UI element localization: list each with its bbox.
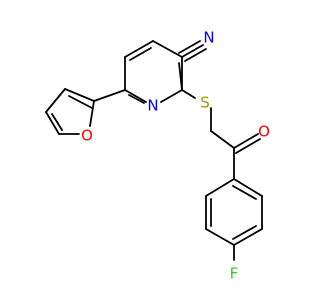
c2-s-bond xyxy=(181,89,196,99)
aryl-bond-4-inner xyxy=(232,225,257,240)
furan-bond-1-inner xyxy=(68,95,93,109)
fluorine-atom-label: F xyxy=(230,265,239,283)
pyridine-n-atom-label: N xyxy=(147,97,158,115)
furan-bond-3 xyxy=(45,111,60,135)
molecule-structure: N N S O O F xyxy=(45,29,270,283)
carbonyl-o-bond-2 xyxy=(235,138,261,154)
aryl-bond-4 xyxy=(233,228,263,246)
pyridine-c6-n-inner-bond xyxy=(128,94,145,104)
pyridine-n-c2-bond xyxy=(160,89,183,103)
furan-o-atom-label: O xyxy=(81,127,93,145)
furan-bond-3-inner xyxy=(51,113,63,131)
molecule-structure-canvas: N N S O O F xyxy=(45,28,270,283)
ketone-o-atom-label: O xyxy=(258,123,270,141)
aryl-bond-6-inner xyxy=(232,185,257,200)
sulfur-atom-label: S xyxy=(200,94,210,112)
carbonyl-o-bond-1 xyxy=(233,133,259,149)
nitrile-n-atom-label: N xyxy=(203,29,214,47)
furan-bond-1 xyxy=(64,88,95,102)
nitrile-bond-2 xyxy=(181,44,204,58)
aryl-bond-6 xyxy=(233,178,263,197)
aryl-bond-1 xyxy=(205,178,235,197)
nitrile-bond-3 xyxy=(184,48,207,62)
ch2-carbonyl-bond xyxy=(210,130,235,149)
nitrile-bond-1 xyxy=(178,40,201,54)
pyridine-c6-n-bond xyxy=(124,89,147,103)
atom-labels: N N S O O F xyxy=(81,29,270,283)
pyridine-c4-c5-bond xyxy=(124,40,154,58)
pyridine-c2-c3-inner-bond xyxy=(178,62,183,91)
furan-bond-2 xyxy=(45,88,66,113)
bonds xyxy=(45,40,263,261)
aryl-bond-3 xyxy=(205,228,235,246)
furan-bond-5 xyxy=(89,100,95,127)
pyridine-c4-c5-inner-bond xyxy=(129,47,152,61)
pyridine-furan-bond xyxy=(93,89,126,102)
pyridine-c3-c4-bond xyxy=(152,40,183,58)
